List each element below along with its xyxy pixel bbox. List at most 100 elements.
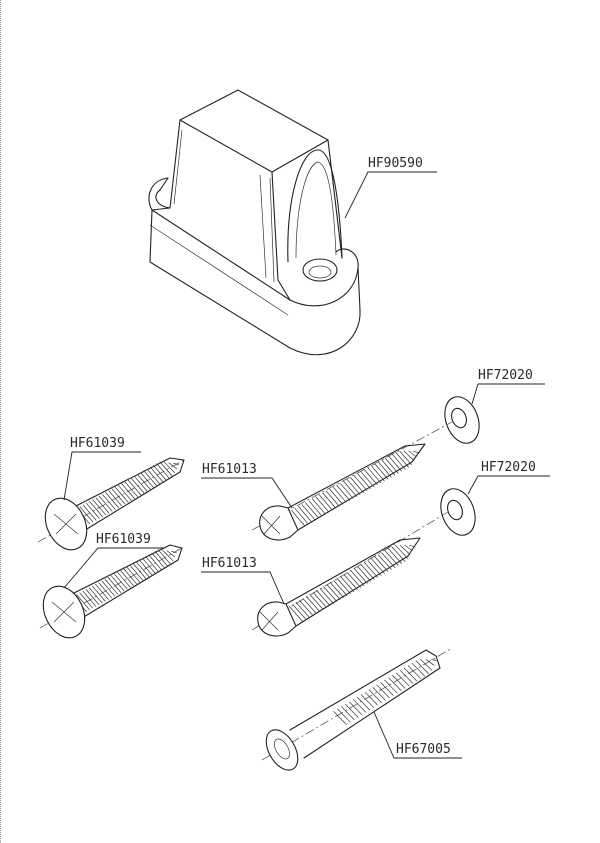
thread-line — [319, 588, 334, 604]
thread-line — [168, 462, 178, 470]
thread-line — [153, 465, 167, 481]
thread-line — [388, 455, 403, 472]
thread-line — [111, 488, 126, 505]
thread-line — [113, 573, 128, 590]
thread-line — [82, 590, 97, 607]
thread-line — [157, 549, 172, 566]
thread-line — [420, 658, 433, 671]
thread-line — [95, 583, 109, 600]
thread-line — [140, 472, 155, 489]
thread-line — [312, 592, 327, 608]
thread-line — [326, 584, 341, 600]
thread-line — [388, 677, 402, 692]
thread-line — [316, 590, 331, 606]
thread-line — [110, 575, 125, 592]
thread-line — [395, 451, 410, 468]
thread-line — [374, 463, 389, 480]
thread-line — [101, 580, 116, 597]
washer-1: HF72020 — [444, 368, 545, 444]
thread-line — [333, 580, 348, 596]
thread-line — [299, 600, 314, 616]
thread-line — [380, 682, 394, 696]
thread-line — [288, 606, 304, 622]
thread-line — [411, 662, 426, 677]
thread-line — [117, 571, 131, 588]
thread-line — [301, 504, 316, 521]
thread-line — [149, 466, 164, 483]
thread-line — [340, 576, 355, 592]
thread-line — [156, 463, 171, 480]
thread-line — [404, 544, 413, 552]
thread-line — [117, 484, 132, 501]
thread-line — [336, 578, 351, 594]
thread-line — [306, 596, 321, 612]
thread-line — [350, 477, 364, 493]
thread-line — [377, 461, 392, 478]
thread-line — [425, 659, 435, 666]
thread-line — [85, 589, 100, 606]
thread-line — [146, 468, 161, 485]
thread-line — [88, 587, 103, 604]
thread-line — [364, 562, 379, 578]
thread-line — [387, 548, 402, 564]
thread-line — [123, 568, 137, 585]
label-hf72020-top: HF72020 — [478, 368, 533, 383]
thread-line — [129, 564, 144, 581]
thread-line — [391, 546, 406, 562]
thread-line — [376, 684, 390, 699]
thread-line — [135, 561, 150, 578]
thread-line — [92, 499, 107, 516]
thread-line — [399, 450, 413, 465]
label-hf61039-bottom: HF61039 — [96, 532, 151, 547]
thread-line — [311, 498, 326, 515]
thread-line — [105, 492, 119, 508]
thread-line — [357, 566, 372, 582]
thread-line — [162, 549, 174, 562]
thread-line — [367, 467, 382, 484]
thread-line — [148, 554, 163, 571]
thread-line — [127, 479, 142, 496]
countersunk-screw-1: HF61039 — [37, 436, 185, 551]
thread-line — [171, 550, 177, 554]
thread-line — [346, 478, 361, 495]
thread-line — [357, 473, 371, 490]
thread-line — [353, 568, 368, 584]
thread-line — [154, 550, 169, 567]
thread-line — [384, 679, 398, 694]
thread-line — [345, 703, 359, 718]
thread-line — [173, 462, 179, 466]
thread-line — [348, 701, 363, 716]
thread-line — [104, 578, 119, 595]
thread-line — [145, 556, 159, 573]
pan-screw-2: HF61013 — [201, 511, 449, 637]
thread-line — [79, 592, 94, 609]
thread-line — [121, 483, 135, 499]
label-hf61013-top: HF61013 — [202, 462, 257, 477]
thread-line — [308, 500, 323, 517]
thread-line — [360, 564, 375, 580]
thread-line — [151, 552, 166, 569]
thread-line — [325, 490, 340, 507]
thread-line — [95, 497, 110, 514]
thread-line — [343, 574, 358, 590]
thread-line — [399, 544, 411, 556]
thread-line — [295, 602, 310, 618]
thread-line — [384, 457, 399, 474]
thread-line — [413, 450, 419, 454]
thread-line — [126, 566, 141, 583]
thread-line — [82, 504, 97, 521]
thread-line — [364, 691, 379, 706]
thread-line — [381, 552, 396, 568]
thread-line — [302, 598, 317, 614]
countersunk-screw-2: HF61039 — [39, 532, 183, 639]
thread-line — [356, 696, 371, 711]
thread-line — [353, 475, 368, 492]
label-hf90590: HF90590 — [368, 156, 423, 171]
thread-line — [374, 556, 389, 572]
thread-line — [137, 474, 151, 490]
thread-line — [408, 450, 417, 458]
thread-line — [372, 686, 386, 701]
thread-line — [403, 450, 415, 462]
thread-line — [107, 576, 122, 593]
thread-line — [114, 486, 129, 503]
